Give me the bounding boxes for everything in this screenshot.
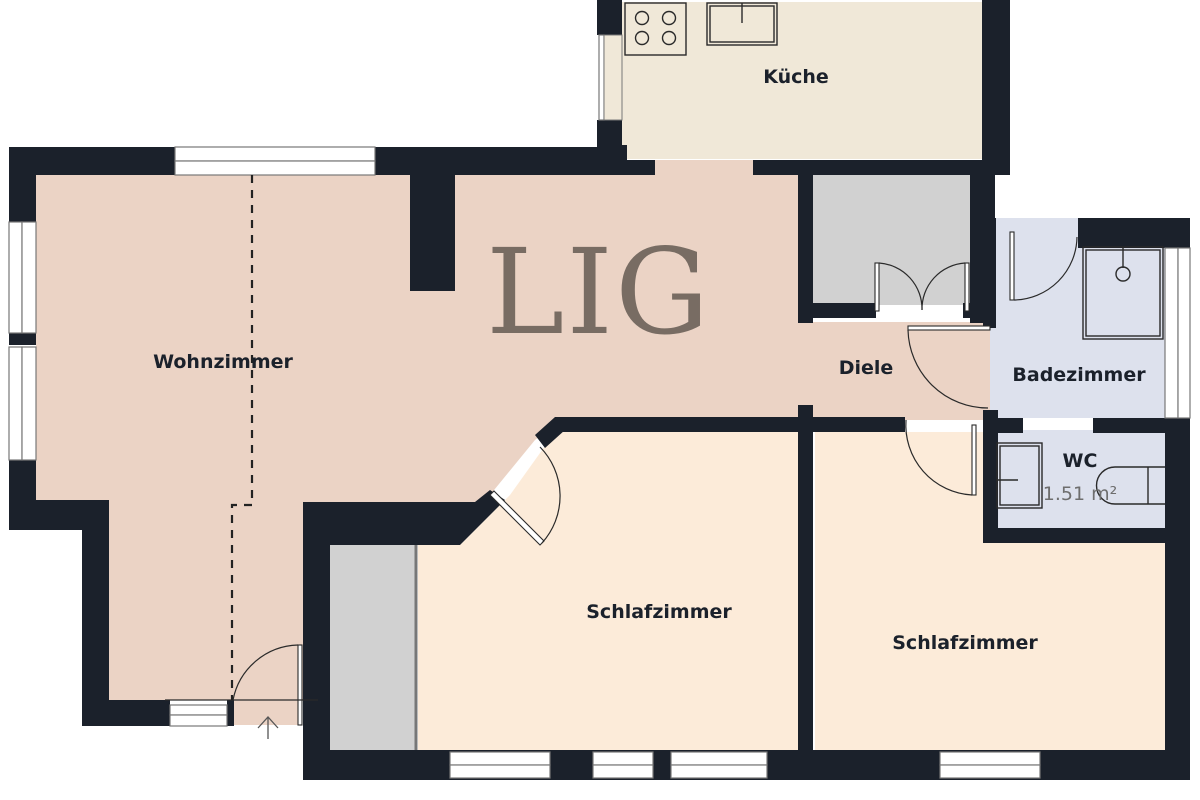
window-bedroom1-b [592, 751, 654, 779]
room-label-wohnzimmer: Wohnzimmer [153, 351, 293, 373]
door-entrance[interactable] [165, 644, 318, 726]
door-bathroom[interactable] [907, 325, 991, 409]
room-fill-living-diele [36, 160, 990, 725]
room-area-wc: 1.51 m² [1043, 483, 1117, 505]
window-bedroom1-a [449, 751, 551, 779]
windows [8, 34, 1191, 779]
zone-divider-dashed [230, 175, 254, 700]
window-bath-right [1164, 247, 1191, 419]
walls [9, 0, 1190, 780]
room-fill-bedroom-2[interactable] [815, 432, 1165, 750]
window-living-bottom [169, 704, 228, 727]
window-living-top [174, 146, 376, 176]
room-label-kueche: Küche [763, 66, 829, 88]
room-label-schlafzimmer-2: Schlafzimmer [892, 632, 1038, 654]
door-storage-double[interactable] [874, 262, 970, 312]
window-bedroom1-c [670, 751, 768, 779]
room-fill-storage[interactable] [813, 175, 973, 305]
door-bedroom-1[interactable] [489, 446, 561, 546]
room-label-badezimmer: Badezimmer [1012, 364, 1146, 386]
toilet-icon [1095, 466, 1165, 505]
room-fill-bathroom[interactable] [990, 218, 1165, 418]
window-living-left-2 [8, 346, 37, 461]
shower-icon [1082, 246, 1164, 340]
room-label-diele: Diele [839, 357, 894, 379]
window-living-left-1 [8, 221, 37, 334]
window-bedroom2 [939, 751, 1041, 779]
room-label-schlafzimmer-1: Schlafzimmer [586, 601, 732, 623]
room-fill-kitchen[interactable] [622, 2, 982, 159]
entrance-arrow-icon [257, 716, 279, 739]
washbasin-icon [996, 442, 1043, 509]
room-fill-wc[interactable] [995, 430, 1165, 530]
room-label-wc: WC [1063, 450, 1098, 472]
door-bedroom-2[interactable] [905, 419, 977, 496]
window-kitchen-left [598, 34, 623, 121]
room-fill-closet[interactable] [330, 545, 415, 750]
sink-icon [706, 2, 778, 46]
stove-icon [624, 2, 687, 56]
watermark-logo: LIG [486, 223, 711, 361]
door-bathroom-inner[interactable] [1009, 231, 1078, 301]
